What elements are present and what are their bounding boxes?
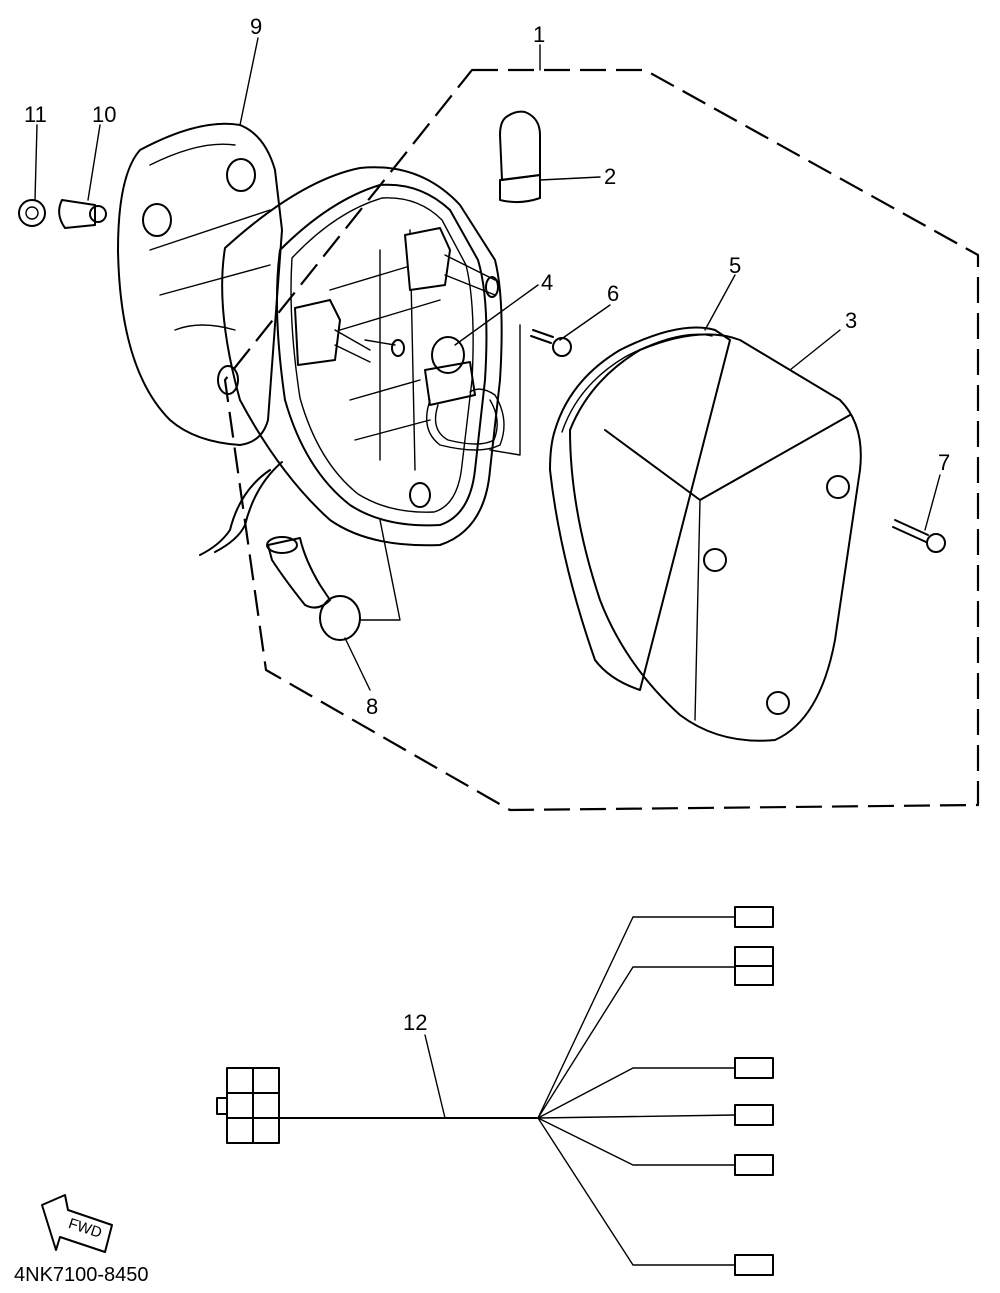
callout-9: 9 [250, 14, 262, 39]
callout-10: 10 [92, 102, 116, 127]
part-11-nut [18, 199, 46, 227]
callout-11: 11 [24, 102, 47, 127]
fwd-arrow-icon: FWD [41, 1194, 113, 1253]
leader-lines [34, 37, 941, 1119]
diagram-code: 4NK7100-8450 [14, 1264, 149, 1286]
callout-2: 2 [604, 164, 616, 189]
callout-8: 8 [366, 694, 378, 719]
part-6-screw [530, 329, 572, 357]
part-10-spacer [58, 199, 107, 229]
part-4-socket [424, 324, 521, 456]
fwd-label: FWD [66, 1215, 104, 1242]
lamp-housing [199, 166, 503, 556]
part-9-base-plate [117, 122, 283, 446]
callout-5: 5 [729, 253, 741, 278]
part-12-wire-harness [216, 906, 774, 1276]
part-8-grommet [266, 519, 401, 641]
callout-3: 3 [845, 308, 857, 333]
callout-1: 1 [533, 22, 545, 47]
callout-6: 6 [607, 281, 619, 306]
assembly-boundary-dashed [223, 68, 980, 812]
part-3-lens [569, 333, 862, 742]
part-5-gasket [549, 326, 731, 691]
callout-4: 4 [541, 270, 553, 295]
part-2-bulb [499, 110, 541, 204]
callout-12: 12 [403, 1010, 427, 1035]
callout-7: 7 [938, 450, 950, 475]
part-5-gasket-inner [561, 333, 713, 433]
part-7-screw [892, 519, 946, 553]
